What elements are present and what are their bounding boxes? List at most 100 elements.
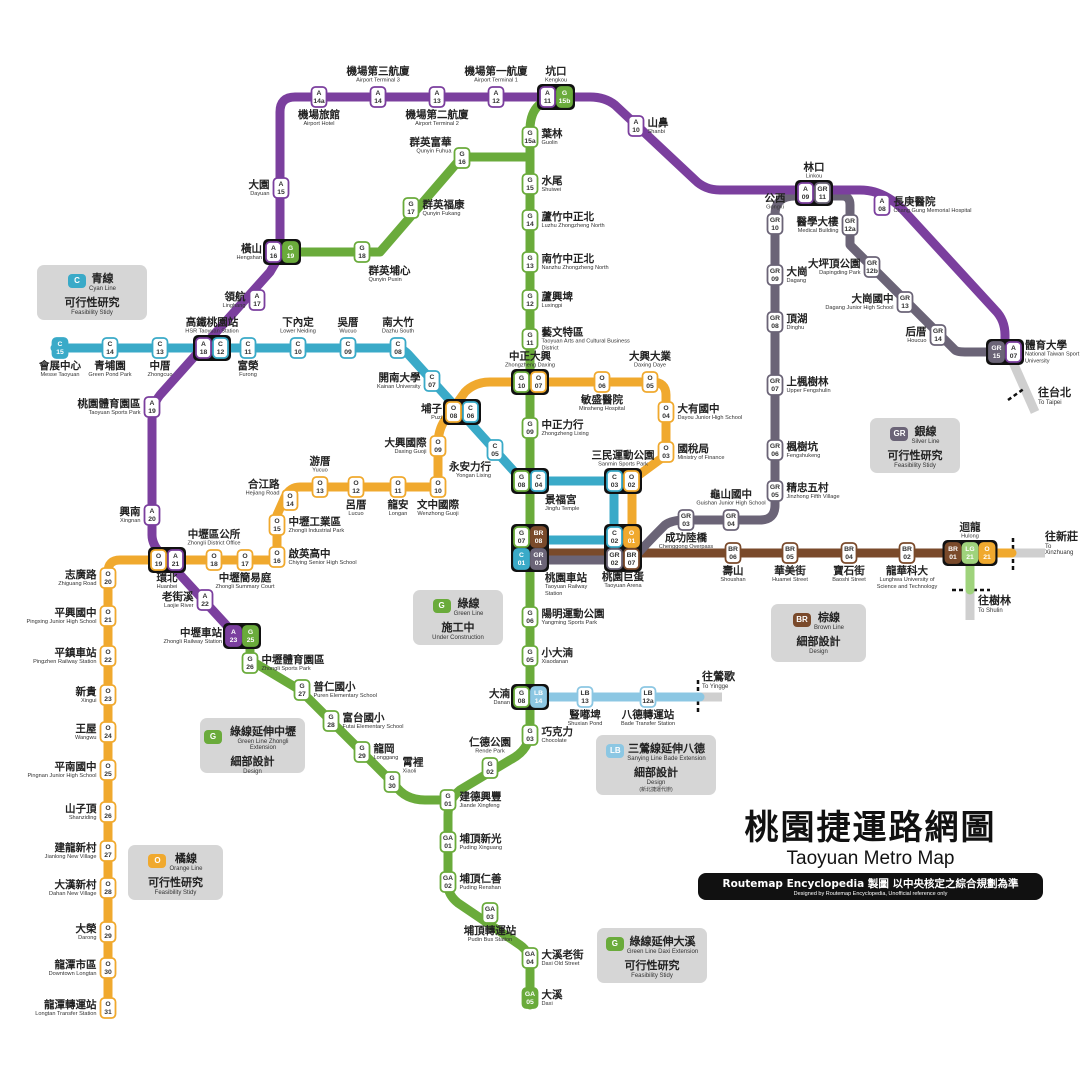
station-g27[interactable]: G27 xyxy=(293,679,311,701)
station-o16[interactable]: O16 xyxy=(268,546,286,568)
station-o14[interactable]: O14 xyxy=(281,489,299,511)
station-g14[interactable]: G14 xyxy=(521,209,539,231)
station-o31[interactable]: O31 xyxy=(99,997,117,1019)
station-c13[interactable]: C13 xyxy=(151,337,169,359)
station-a20[interactable]: A20 xyxy=(143,504,161,526)
station-o25[interactable]: O25 xyxy=(99,759,117,781)
station-o29[interactable]: O29 xyxy=(99,921,117,943)
station-a13[interactable]: A13 xyxy=(428,86,446,108)
station-o06[interactable]: O06 xyxy=(593,371,611,393)
station-g26[interactable]: G26 xyxy=(241,652,259,674)
station-c14[interactable]: C14 xyxy=(101,337,119,359)
station-c08[interactable]: C08 xyxy=(389,337,407,359)
station-g03[interactable]: G03 xyxy=(521,724,539,746)
station-o18[interactable]: O18 xyxy=(205,549,223,571)
station-g12[interactable]: G12 xyxy=(521,289,539,311)
station-g16[interactable]: G16 xyxy=(453,147,471,169)
station-o20[interactable]: O20 xyxy=(99,567,117,589)
station-o17[interactable]: O17 xyxy=(236,549,254,571)
station-o04[interactable]: O04 xyxy=(657,401,675,423)
station-c07[interactable]: C07 xyxy=(423,370,441,392)
station-o21w[interactable]: O21 xyxy=(99,605,117,627)
station-o13[interactable]: O13 xyxy=(311,476,329,498)
station-o09[interactable]: O09 xyxy=(429,435,447,457)
station-a19[interactable]: A19 xyxy=(143,396,161,418)
station-g06[interactable]: G06 xyxy=(521,606,539,628)
station-o11[interactable]: O11 xyxy=(389,476,407,498)
station-a22[interactable]: A22 xyxy=(196,589,214,611)
station-g28[interactable]: G28 xyxy=(322,710,340,732)
station-g11[interactable]: G11 xyxy=(521,328,539,350)
station-c11[interactable]: C11 xyxy=(239,337,257,359)
station-a14[interactable]: A14 xyxy=(369,86,387,108)
station-o24[interactable]: O24 xyxy=(99,721,117,743)
station-o10[interactable]: O10 xyxy=(429,476,447,498)
station-c09[interactable]: C09 xyxy=(339,337,357,359)
station-o15[interactable]: O15 xyxy=(268,514,286,536)
station-o05[interactable]: O05 xyxy=(641,371,659,393)
station-a10[interactable]: A10 xyxy=(627,115,645,137)
station-g18[interactable]: G18 xyxy=(353,241,371,263)
station-o30[interactable]: O30 xyxy=(99,957,117,979)
station-o22[interactable]: O22 xyxy=(99,645,117,667)
station-c10[interactable]: C10 xyxy=(289,337,307,359)
station-a17[interactable]: A17 xyxy=(248,289,266,311)
station-g09[interactable]: G09 xyxy=(521,417,539,439)
station-o23[interactable]: O23 xyxy=(99,684,117,706)
station-o03[interactable]: O03 xyxy=(657,441,675,463)
station-c05[interactable]: C05 xyxy=(486,439,504,461)
station-g29[interactable]: G29 xyxy=(353,741,371,763)
station-a15[interactable]: A15 xyxy=(272,177,290,199)
station-g05[interactable]: G05 xyxy=(521,645,539,667)
station-o12[interactable]: O12 xyxy=(347,476,365,498)
station-o28[interactable]: O28 xyxy=(99,877,117,899)
station-o26[interactable]: O26 xyxy=(99,801,117,823)
station-a12[interactable]: A12 xyxy=(487,86,505,108)
station-g17[interactable]: G17 xyxy=(402,197,420,219)
station-g02[interactable]: G02 xyxy=(481,757,499,779)
station-g30[interactable]: G30 xyxy=(383,771,401,793)
station-o27[interactable]: O27 xyxy=(99,840,117,862)
station-g13[interactable]: G13 xyxy=(521,251,539,273)
station-g15[interactable]: G15 xyxy=(521,173,539,195)
station-g01[interactable]: G01 xyxy=(439,789,457,811)
